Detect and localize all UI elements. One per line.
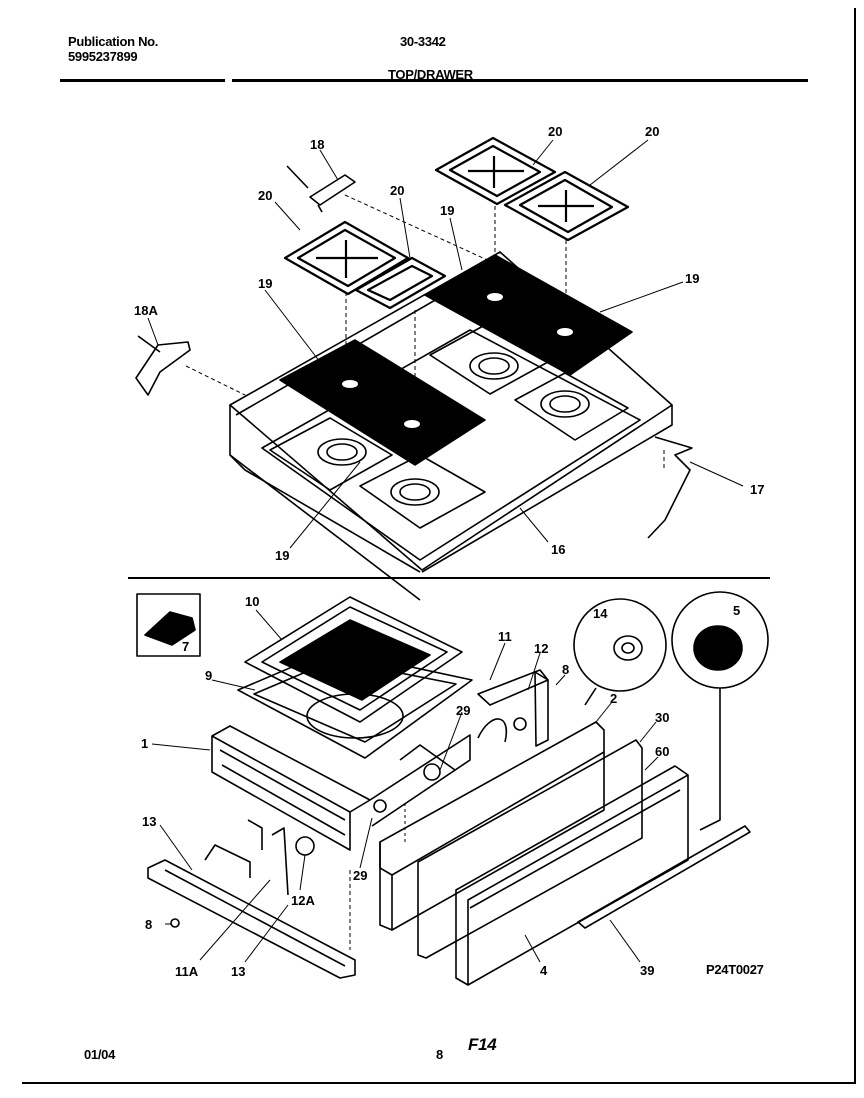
callout-20-center: 20 [390, 183, 404, 198]
callout-17: 17 [750, 482, 764, 497]
drawer-rails [147, 819, 356, 979]
callout-19-bottom: 19 [275, 548, 289, 563]
callout-1: 1 [141, 736, 148, 751]
broiler-pan-assembly [237, 596, 473, 759]
publication-label: Publication No. [68, 34, 159, 49]
top-leader-lines [147, 139, 744, 549]
section-title: TOP/DRAWER [388, 67, 473, 82]
callout-19-upper: 19 [440, 203, 454, 218]
callout-11: 11 [498, 629, 512, 644]
callout-19-right: 19 [685, 271, 699, 286]
page-frame [22, 8, 856, 1084]
publication-number: 5995237899 [68, 49, 138, 64]
burner-cover-plates [279, 254, 633, 466]
callout-29-lower: 29 [353, 868, 367, 883]
bottom-leader-lines [151, 609, 659, 963]
callout-20-left: 20 [258, 188, 272, 203]
callout-5: 5 [733, 603, 740, 618]
grate-retaining-wire [647, 436, 693, 539]
callout-12a: 12A [291, 893, 315, 908]
trim-end-caps [135, 165, 356, 396]
callout-11a: 11A [175, 964, 199, 979]
callout-13-lower: 13 [231, 964, 245, 979]
callout-8-lower: 8 [145, 917, 152, 932]
callout-9: 9 [205, 668, 212, 683]
footer-page: 8 [436, 1047, 443, 1062]
knob-inset [136, 593, 201, 657]
back-panel-bottom [391, 752, 605, 931]
footer-date: 01/04 [84, 1047, 116, 1062]
callout-19-left: 19 [258, 276, 272, 291]
callout-8-top: 8 [562, 662, 569, 677]
callout-4: 4 [540, 963, 548, 978]
callout-20-top-b: 20 [645, 124, 659, 139]
model-number: 30-3342 [400, 34, 446, 49]
callout-7: 7 [182, 639, 189, 654]
callout-39: 39 [640, 963, 654, 978]
callout-30: 30 [655, 710, 669, 725]
callout-12: 12 [534, 641, 548, 656]
drawer-frame [211, 725, 471, 851]
section-divider [128, 577, 770, 579]
drawer-inner-panel [417, 739, 643, 959]
callout-16: 16 [551, 542, 565, 557]
callout-60: 60 [655, 744, 669, 759]
knob-detail-circles [573, 591, 769, 831]
callout-labels: 18 18A 20 20 20 20 19 19 19 19 17 16 10 … [134, 124, 764, 979]
header-rule-right [232, 79, 808, 82]
burner-grates [283, 136, 630, 310]
callout-2: 2 [610, 691, 617, 706]
callout-20-top-a: 20 [548, 124, 562, 139]
callout-10: 10 [245, 594, 259, 609]
back-panel-side [379, 842, 393, 931]
callout-29-upper: 29 [456, 703, 470, 718]
drawer-bracket [477, 669, 549, 747]
drawer-trim-strip [577, 825, 751, 929]
callout-13-upper: 13 [142, 814, 156, 829]
callout-14: 14 [593, 606, 608, 621]
header-rule-left [60, 79, 225, 82]
callout-18: 18 [310, 137, 324, 152]
drawer-front [455, 765, 689, 986]
figure-label: F14 [468, 1035, 497, 1054]
callout-18a: 18A [134, 303, 158, 318]
diagram-code: P24T0027 [706, 962, 764, 977]
